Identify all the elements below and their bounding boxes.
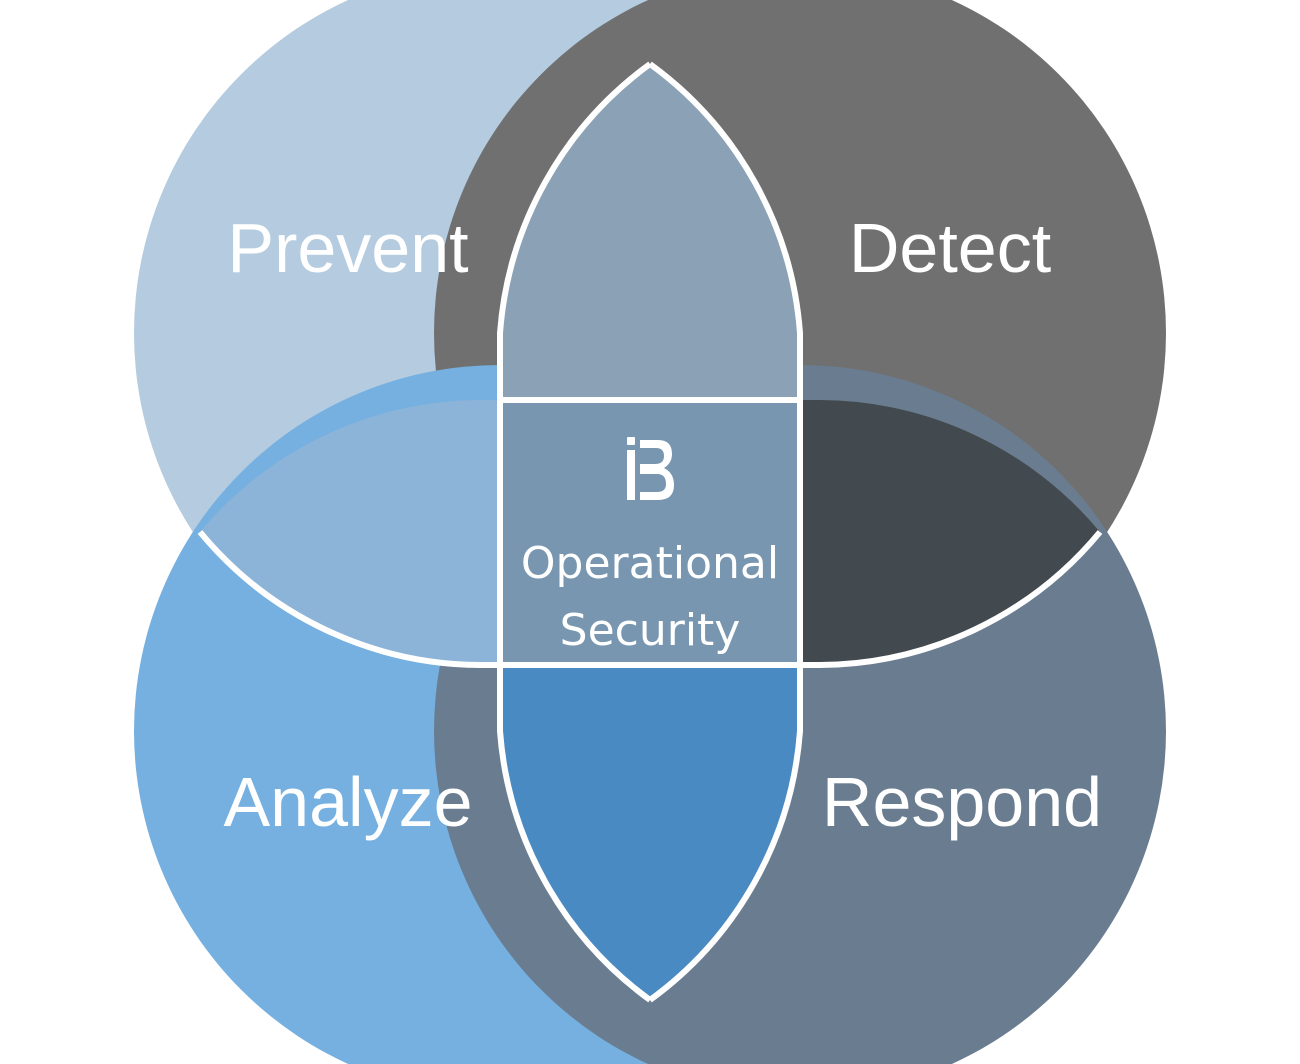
detect-label: Detect xyxy=(849,209,1051,287)
prevent-detect-overlap xyxy=(500,64,800,400)
center-label-line2: Security xyxy=(560,605,741,656)
analyze-respond-overlap xyxy=(500,665,800,1000)
analyze-label: Analyze xyxy=(223,763,472,841)
center-label-line1: Operational xyxy=(521,538,779,589)
respond-label: Respond xyxy=(822,763,1102,841)
prevent-label: Prevent xyxy=(227,209,468,287)
ib-logo-icon xyxy=(627,437,674,500)
outlines xyxy=(197,61,1103,1003)
